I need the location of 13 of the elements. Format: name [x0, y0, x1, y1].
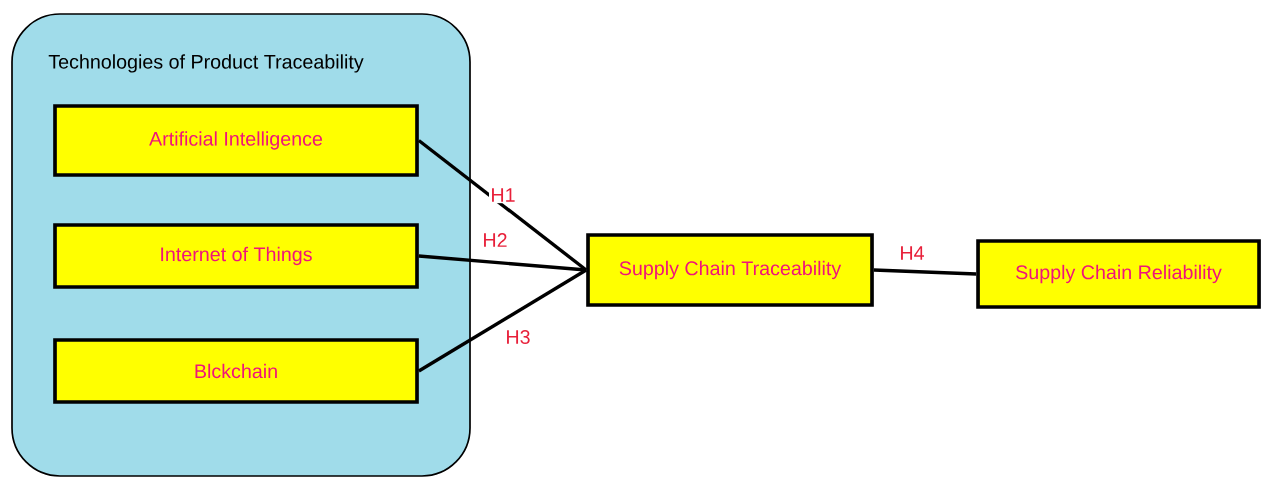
concept-box: Supply Chain Reliability: [976, 239, 1261, 309]
connector-line: [417, 139, 588, 272]
edge-label: H4: [898, 244, 926, 262]
connector-line: [417, 268, 588, 373]
concept-box: Supply Chain Traceability: [586, 233, 874, 307]
concept-box: Internet of Things: [53, 223, 419, 289]
concept-box: Blckchain: [53, 338, 419, 404]
concept-box: Artificial Intelligence: [53, 104, 419, 177]
edge-label: H1: [489, 186, 517, 204]
connector-line: [873, 268, 977, 276]
connector-line: [418, 254, 587, 272]
edge-label: H3: [504, 328, 532, 346]
edge-label: H2: [481, 231, 509, 249]
